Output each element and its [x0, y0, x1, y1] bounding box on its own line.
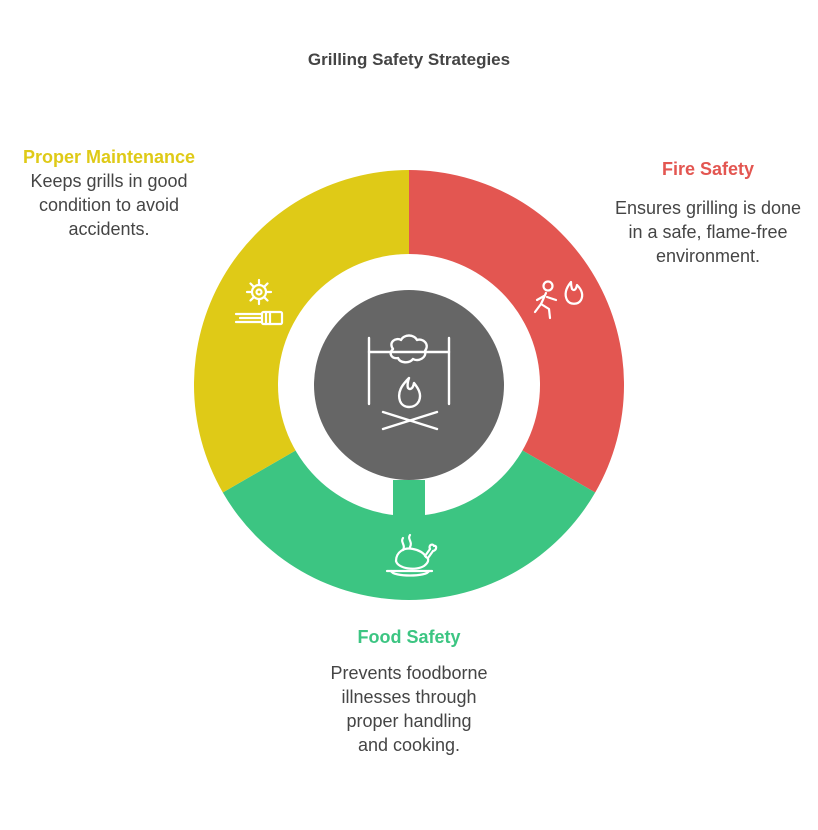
maintenance-connector — [256, 287, 304, 334]
roast-chicken-icon — [385, 533, 438, 577]
proper-maintenance-label: Proper Maintenance Keeps grills in good … — [20, 145, 198, 241]
food-safety-segment — [222, 439, 596, 601]
rotisserie-fire-icon — [367, 334, 451, 431]
food-safety-label: Food Safety Prevents foodborne illnesses… — [300, 625, 518, 757]
gear-and-brush-icon — [234, 278, 284, 326]
center-hub — [314, 290, 504, 480]
proper-maintenance-description: Keeps grills in good condition to avoid … — [30, 171, 188, 239]
person-fleeing-fire-icon — [533, 280, 584, 320]
fire-safety-description: Ensures grilling is done in a safe, flam… — [614, 198, 802, 266]
fire-safety-heading: Fire Safety — [661, 159, 755, 179]
fire-safety-label: Fire Safety Ensures grilling is done in … — [610, 157, 806, 268]
food-safety-description: Prevents foodborne illnesses through pro… — [330, 663, 488, 755]
food-connector — [393, 480, 425, 518]
proper-maintenance-heading: Proper Maintenance — [22, 147, 196, 167]
diagram-title: Grilling Safety Strategies — [307, 50, 511, 69]
food-safety-heading: Food Safety — [357, 627, 461, 647]
